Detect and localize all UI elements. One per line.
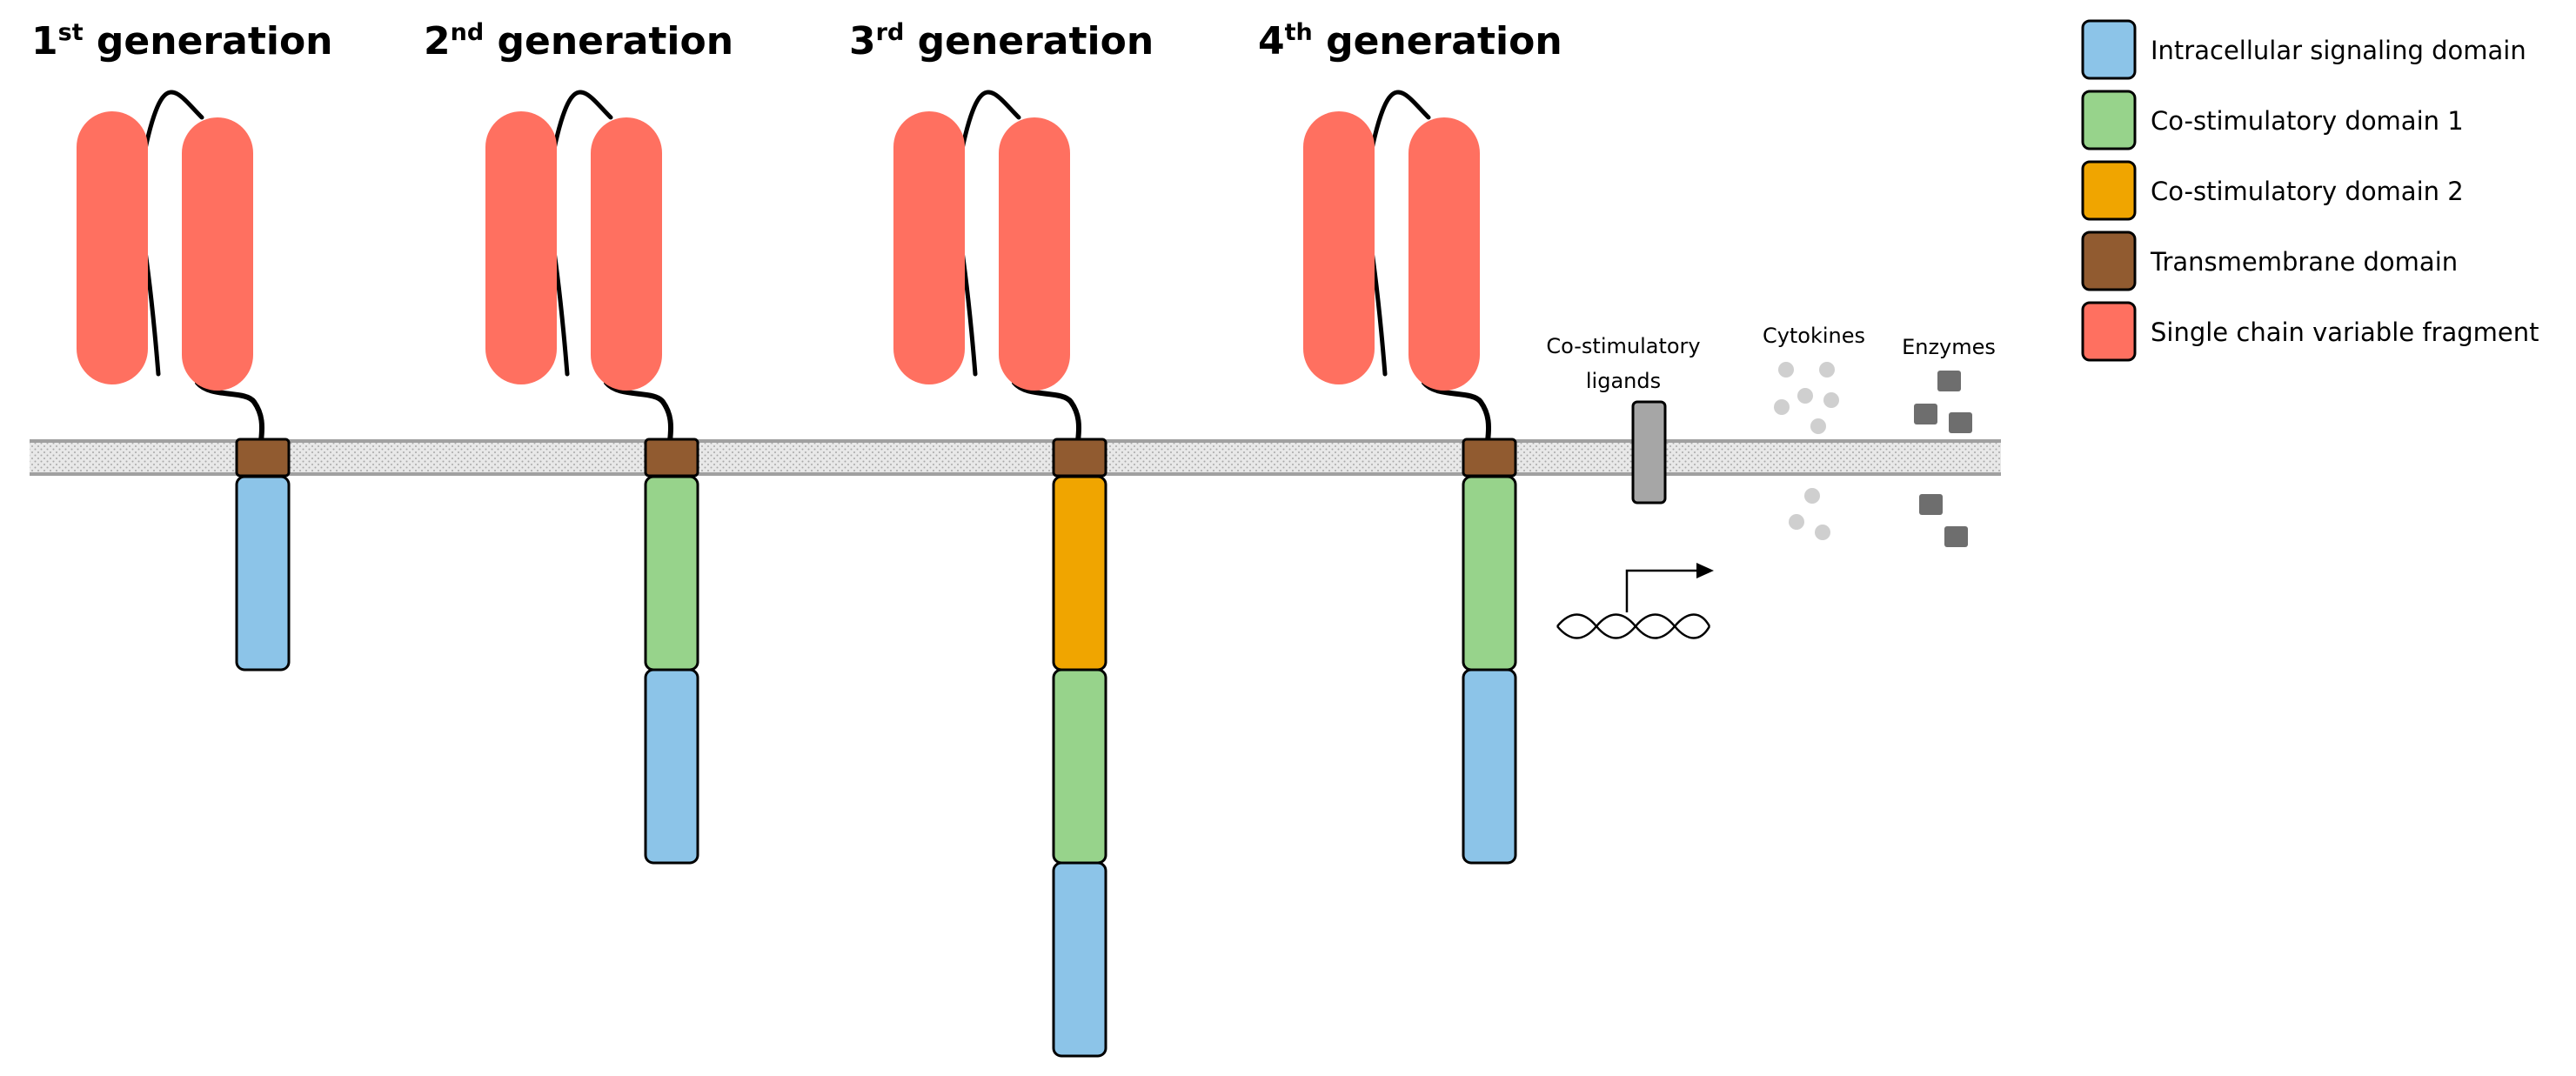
hinge-line [1012, 380, 1081, 444]
hinge-line [1422, 380, 1491, 444]
costimulatory-ligand-icon [1631, 400, 1667, 505]
cytokine-dot [1778, 362, 1794, 378]
transmembrane-domain [644, 438, 699, 478]
gen-3-title: 3rd generation [849, 19, 1154, 63]
legend-swatch-costim2 [2081, 160, 2137, 221]
enzyme-square [1949, 412, 1972, 433]
legend-swatch-transmembrane [2081, 231, 2137, 291]
legend-swatch-signaling [2081, 19, 2137, 80]
hinge-line [195, 380, 264, 444]
transmembrane-domain [1052, 438, 1107, 478]
receptor-gen-1 [77, 90, 291, 672]
gene-promoter-icon [1556, 569, 1711, 639]
legend-swatch-costim1 [2081, 90, 2137, 150]
costim1-domain [1462, 475, 1517, 672]
receptor-gen-4 [1303, 90, 1517, 865]
gen-2-title: 2nd generation [424, 19, 733, 63]
enzyme-square [1919, 494, 1943, 515]
signaling-domain [1052, 861, 1107, 1058]
cytokine-dot [1804, 488, 1820, 504]
enzyme-square [1944, 526, 1968, 547]
legend-swatch-scfv [2081, 301, 2137, 362]
enzyme-square [1914, 404, 1937, 424]
transmembrane-domain [1462, 438, 1517, 478]
costim1-domain [1052, 668, 1107, 865]
scfv-light-chain [1408, 117, 1480, 391]
legend-label-costim2: Co-stimulatory domain 2 [2151, 177, 2464, 206]
legend-label-costim1: Co-stimulatory domain 1 [2151, 106, 2464, 136]
enzymes-label: Enzymes [1902, 335, 1996, 359]
receptor-gen-3 [893, 90, 1107, 1058]
hinge-line [604, 380, 673, 444]
ligands-label-line2: ligands [1586, 369, 1661, 393]
scfv-light-chain [999, 117, 1070, 391]
signaling-domain [1462, 668, 1517, 865]
signaling-domain [644, 668, 699, 865]
cytokine-dot [1810, 418, 1826, 434]
cytokine-dot [1789, 514, 1804, 530]
enzyme-square [1937, 371, 1961, 391]
cytokine-dot [1815, 525, 1830, 540]
car-receptors [77, 90, 1517, 1058]
cytokine-dot [1797, 388, 1813, 404]
scfv-heavy-chain [485, 111, 557, 384]
legend: Intracellular signaling domainCo-stimula… [2081, 19, 2539, 362]
payloads: Co-stimulatory ligands Cytokines Enzymes [1546, 324, 1996, 639]
legend-label-transmembrane: Transmembrane domain [2150, 247, 2458, 277]
legend-label-signaling: Intracellular signaling domain [2151, 36, 2526, 65]
scfv-light-chain [182, 117, 253, 391]
cell-membrane [30, 439, 2001, 476]
signaling-domain [235, 475, 291, 672]
scfv-heavy-chain [893, 111, 965, 384]
cytokine-dot [1774, 399, 1790, 415]
ligands-label-line1: Co-stimulatory [1546, 334, 1700, 358]
gen-4-title: 4th generation [1258, 19, 1562, 63]
cytokine-dot [1819, 362, 1835, 378]
scfv-light-chain [591, 117, 662, 391]
cytokines-label: Cytokines [1763, 324, 1865, 348]
costim1-domain [644, 475, 699, 672]
cytokine-dot [1823, 392, 1839, 408]
legend-label-scfv: Single chain variable fragment [2151, 317, 2539, 347]
arrow-icon [1696, 563, 1714, 578]
receptor-gen-2 [485, 90, 699, 865]
cytokines-group [1774, 362, 1839, 540]
enzymes-group [1914, 371, 1972, 547]
transmembrane-domain [235, 438, 291, 478]
scfv-heavy-chain [77, 111, 148, 384]
scfv-heavy-chain [1303, 111, 1375, 384]
costim2-domain [1052, 475, 1107, 672]
gen-1-title: 1st generation [31, 19, 333, 63]
